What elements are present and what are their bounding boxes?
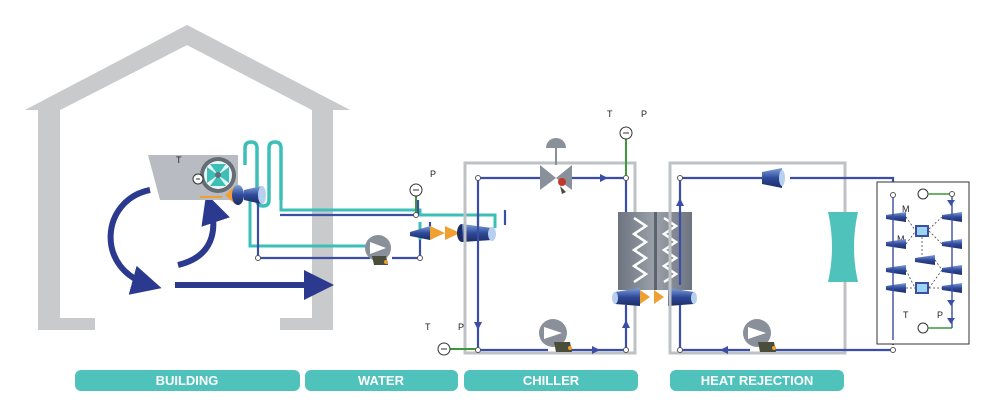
section-bar-chiller[interactable]: CHILLER: [464, 370, 638, 391]
controller-t-label: T: [903, 310, 909, 320]
controller-m1-label: M: [902, 204, 910, 214]
controller-m2-label: M: [897, 234, 905, 244]
building-temp-sensor[interactable]: [192, 173, 204, 185]
building-heat-exchanger[interactable]: [200, 185, 266, 205]
section-bar-heat-rejection[interactable]: HEAT REJECTION: [670, 370, 844, 391]
heat-rejection-flow-meter[interactable]: [762, 168, 785, 188]
section-label-water: WATER: [358, 373, 405, 388]
section-bar-water[interactable]: WATER: [305, 370, 458, 391]
controller-internal-pipes: [892, 194, 953, 340]
water-pump[interactable]: [365, 235, 391, 265]
chiller-bottom-pressure-label: P: [458, 322, 464, 332]
water-pressure-gauge[interactable]: [409, 183, 423, 215]
section-bar-building[interactable]: BUILDING: [75, 370, 300, 391]
water-pressure-label: P: [430, 169, 436, 179]
chiller-bottom-temp-label: T: [425, 322, 431, 332]
condenser-connectors: [612, 288, 697, 306]
cooling-tower[interactable]: [828, 212, 858, 282]
chiller-compressor[interactable]: [539, 319, 572, 352]
chiller-top-gauge[interactable]: [619, 126, 633, 178]
building-temp-label: T: [176, 155, 182, 165]
pipe-junctions: [255, 175, 955, 353]
heat-rejection-pump[interactable]: [743, 319, 776, 352]
heat-rejection-flow-arrows: [676, 198, 728, 354]
section-label-building: BUILDING: [156, 373, 219, 388]
expansion-valve[interactable]: [540, 138, 572, 194]
controller-gauges[interactable]: [917, 188, 952, 334]
controller-blocks: [886, 200, 962, 324]
section-label-chiller: CHILLER: [523, 373, 580, 388]
controller-p-label: P: [937, 310, 943, 320]
controller-signal-lines: [905, 216, 943, 289]
chiller-flow-arrows: [474, 174, 630, 354]
cooling-coil: [243, 140, 283, 208]
chiller-bottom-gauge[interactable]: [437, 342, 476, 356]
heat-rejection-loop: [678, 176, 895, 352]
chiller-top-temp-label: T: [607, 109, 613, 119]
section-label-heat-rejection: HEAT REJECTION: [701, 373, 813, 388]
chiller-top-pressure-label: P: [641, 109, 647, 119]
water-heat-exchanger[interactable]: [410, 224, 496, 242]
